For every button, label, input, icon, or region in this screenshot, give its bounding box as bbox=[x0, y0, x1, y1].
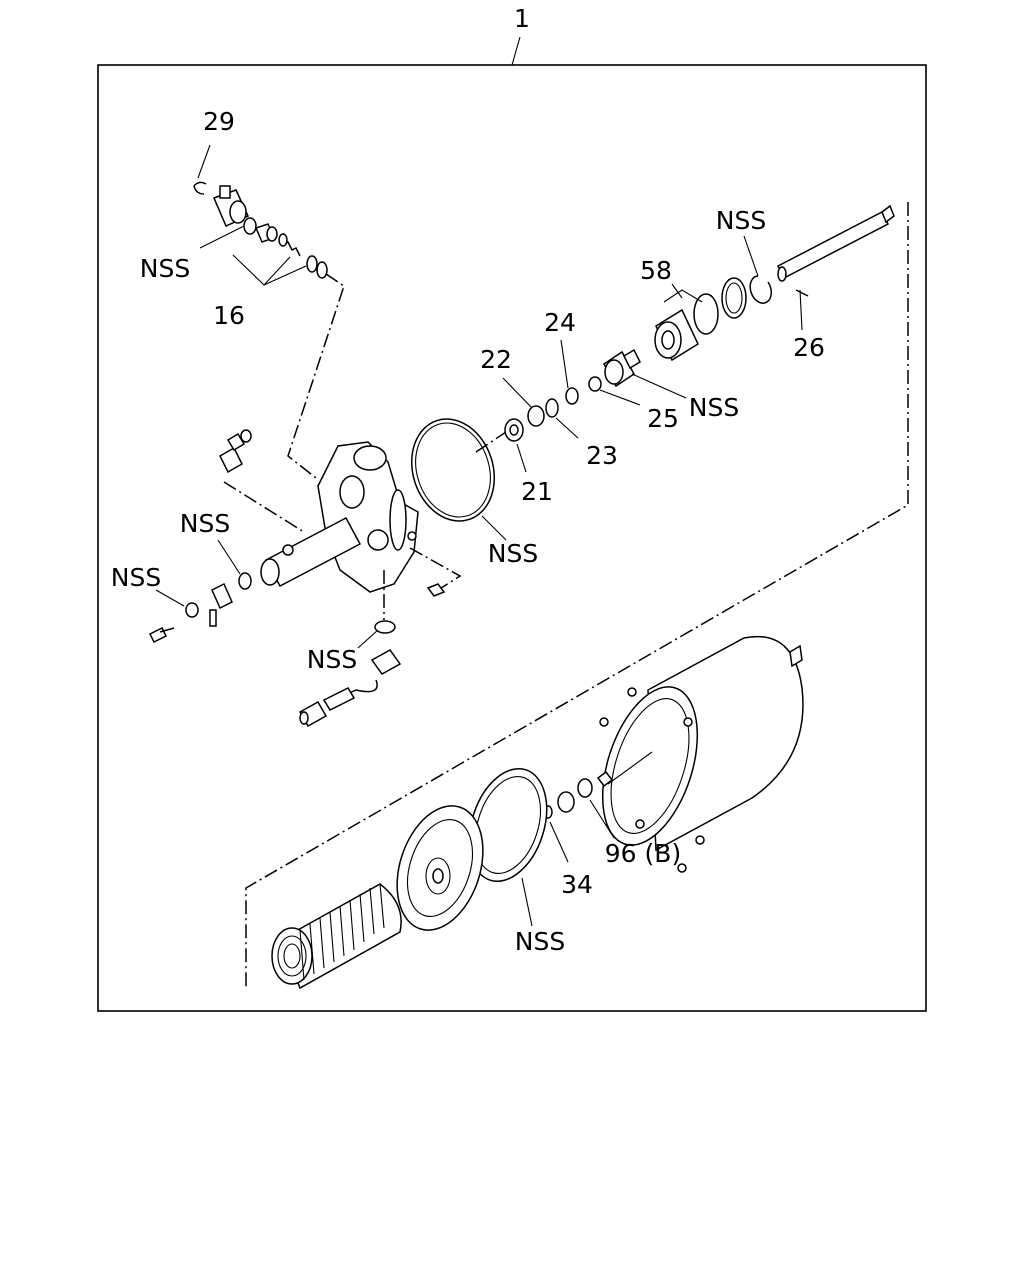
callout-34: 34 bbox=[561, 870, 593, 899]
callout-nss-piston: NSS bbox=[689, 393, 739, 422]
callout-1: 1 bbox=[514, 4, 530, 33]
callout-24: 24 bbox=[544, 308, 576, 337]
snap-ring bbox=[749, 275, 772, 304]
callout-nss-washer-left: NSS bbox=[180, 509, 230, 538]
bleeder-fitting bbox=[219, 429, 252, 474]
callout-nss-diaphragm: NSS bbox=[515, 927, 565, 956]
push-rod bbox=[776, 204, 895, 297]
large-o-ring bbox=[410, 418, 496, 522]
nut-washers bbox=[543, 770, 614, 819]
callout-96b: 96 (B) bbox=[605, 839, 681, 868]
callout-58: 58 bbox=[640, 256, 672, 285]
diaphragm-plate bbox=[396, 805, 484, 931]
callout-23: 23 bbox=[586, 441, 618, 470]
valve-group bbox=[193, 181, 328, 279]
callout-21: 21 bbox=[521, 477, 553, 506]
callout-26: 26 bbox=[793, 333, 825, 362]
piston-58 bbox=[654, 277, 747, 362]
callout-nss-fitting: NSS bbox=[307, 645, 357, 674]
assembly-outline bbox=[245, 202, 909, 988]
seal-stack bbox=[504, 348, 641, 442]
return-spring bbox=[271, 883, 402, 990]
valve-housing bbox=[260, 441, 419, 593]
callout-nss-bolt-washer: NSS bbox=[111, 563, 161, 592]
callout-29: 29 bbox=[203, 107, 235, 136]
callout-nss-o-ring: NSS bbox=[488, 539, 538, 568]
leader-1 bbox=[511, 36, 521, 66]
callout-22: 22 bbox=[480, 345, 512, 374]
lower-left-parts bbox=[148, 572, 252, 644]
callout-16: 16 bbox=[213, 301, 245, 330]
callout-nss-snap-ring: NSS bbox=[716, 206, 766, 235]
callout-nss-valve: NSS bbox=[140, 254, 190, 283]
callout-25: 25 bbox=[647, 404, 679, 433]
lower-fitting bbox=[298, 620, 402, 728]
booster-shell bbox=[599, 635, 804, 873]
